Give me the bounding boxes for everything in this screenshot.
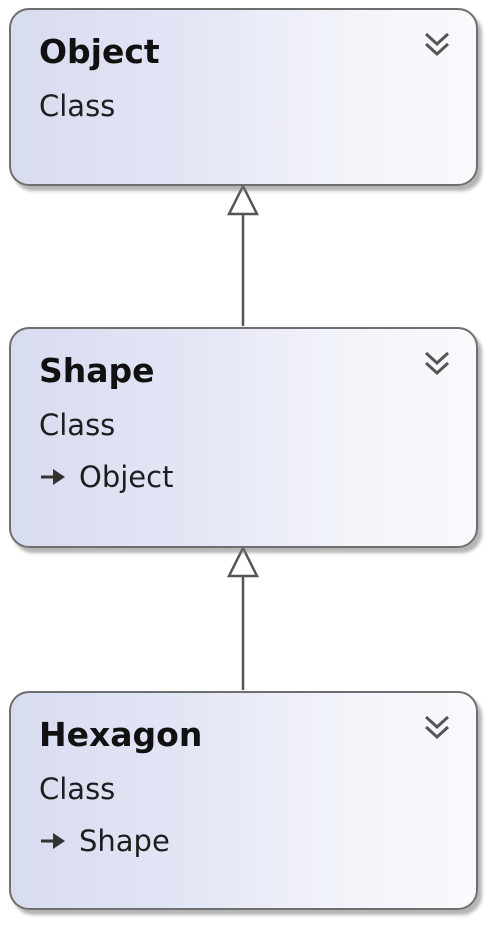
class-box-object[interactable]: Object Class: [9, 8, 478, 186]
base-class-row: Object: [39, 459, 173, 495]
double-chevron-down-icon[interactable]: [420, 711, 454, 745]
class-name: Shape: [39, 351, 155, 390]
class-name: Hexagon: [39, 715, 203, 754]
inheritance-arrow-icon: [41, 833, 65, 849]
inheritance-arrowhead-shape: [226, 545, 260, 578]
class-kind: Class: [39, 408, 116, 442]
inheritance-arrow-icon: [41, 469, 65, 485]
class-box-hexagon[interactable]: Hexagon Class Shape: [9, 691, 478, 910]
class-name: Object: [39, 32, 160, 71]
base-class-row: Shape: [39, 823, 170, 859]
class-box-shape[interactable]: Shape Class Object: [9, 327, 478, 548]
class-kind: Class: [39, 89, 116, 123]
double-chevron-down-icon[interactable]: [420, 347, 454, 381]
base-class-name: Shape: [79, 824, 170, 858]
double-chevron-down-icon[interactable]: [420, 28, 454, 62]
class-kind: Class: [39, 772, 116, 806]
inheritance-arrowhead-object: [226, 183, 260, 216]
base-class-name: Object: [79, 460, 174, 494]
